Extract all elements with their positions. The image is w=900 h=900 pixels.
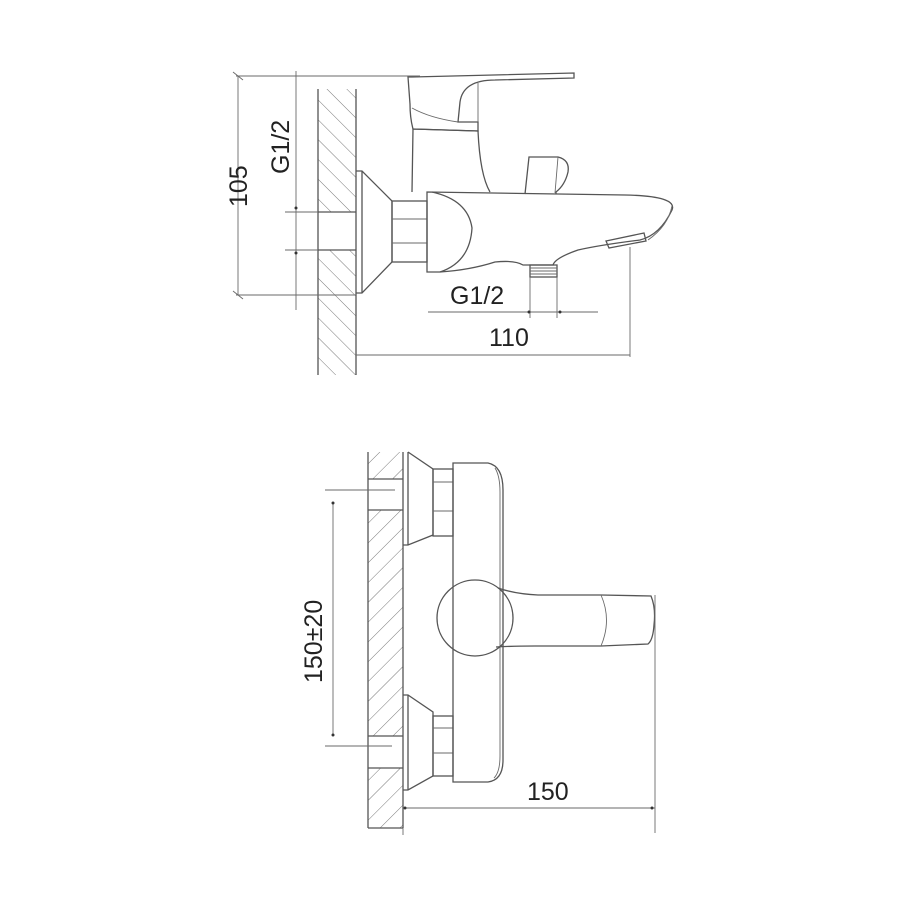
wall-flange	[356, 170, 393, 294]
top-view: 150±20 150	[300, 451, 656, 835]
dimension-label-outlet-g12: G1/2	[450, 282, 504, 310]
connector-nut	[391, 200, 428, 263]
diverter-knob	[524, 156, 569, 195]
upper-flange-nut	[403, 451, 454, 546]
lower-flange-nut	[403, 694, 454, 791]
wall-section	[317, 89, 357, 375]
dimension-outlet-thread: G1/2	[428, 282, 598, 314]
dimension-depth-150: 150	[403, 595, 656, 833]
handle-top	[436, 579, 656, 657]
wall-section-top	[367, 452, 404, 835]
outlet-thread	[529, 264, 558, 318]
dimension-inlet-thread: G1/2	[267, 71, 318, 310]
dimension-label-inlet-g12: G1/2	[267, 120, 295, 174]
side-view: 105 G1/2 G1/2 110	[225, 71, 674, 375]
dimension-projection-110: 110	[356, 247, 631, 357]
dimension-label-150-pm-20: 150±20	[300, 600, 328, 683]
mixer-body-top	[452, 462, 504, 783]
dimension-label-150: 150	[527, 778, 569, 806]
lever-handle	[407, 72, 575, 193]
dimension-label-110: 110	[489, 324, 529, 352]
dimension-center-distance: 150±20	[300, 501, 335, 737]
faucet-body	[426, 191, 674, 273]
dimension-label-105: 105	[225, 165, 253, 207]
dimension-height-105: 105	[225, 71, 420, 300]
